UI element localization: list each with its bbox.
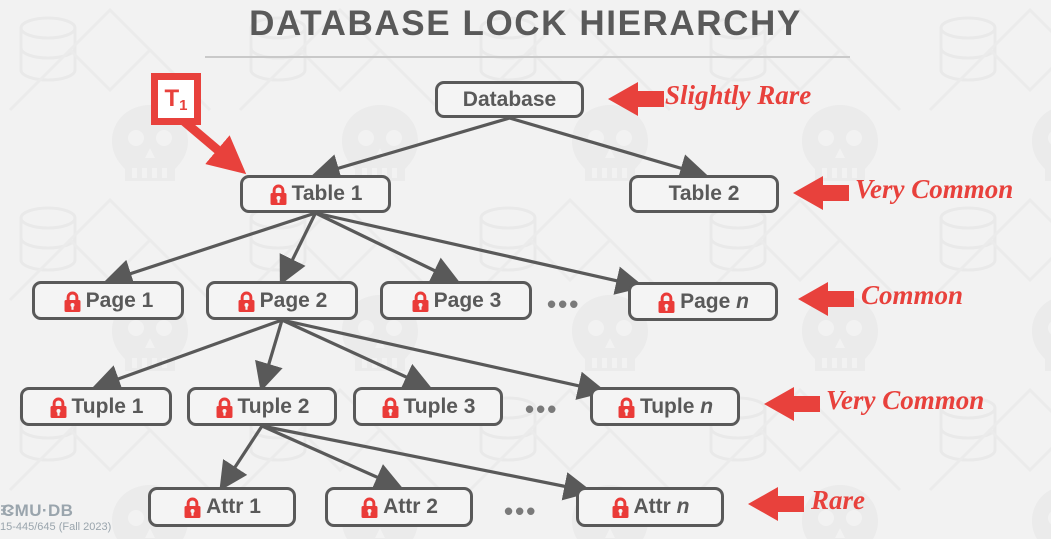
node-label: Attr 2 xyxy=(383,495,438,518)
edge-table1-to-page1 xyxy=(103,211,316,288)
node-database[interactable]: Database xyxy=(435,81,584,118)
cmu-db-logo-text: CMU·DB xyxy=(2,501,74,520)
edge-database-to-table2 xyxy=(509,116,709,183)
node-page1[interactable]: Page 1 xyxy=(32,281,184,320)
edge-page2-to-tuplen xyxy=(281,318,607,400)
node-pagen[interactable]: Page n xyxy=(628,282,778,321)
edge-table1-to-page2 xyxy=(279,212,317,286)
page-frequency-label: Common xyxy=(861,280,964,310)
lock-icon xyxy=(215,397,234,419)
node-tuple2[interactable]: Tuple 2 xyxy=(187,387,337,426)
lock-icon xyxy=(269,184,288,206)
table-frequency-label: Very Common xyxy=(855,174,1014,204)
tuples-ellipsis: ••• xyxy=(525,394,559,424)
node-table2[interactable]: Table 2 xyxy=(629,175,779,213)
cmu-db-logo: CMU·DB 15-445/645 (Fall 2023) xyxy=(0,499,150,539)
edge-database-to-table1 xyxy=(310,116,510,183)
node-label: Table 2 xyxy=(668,182,740,205)
node-tuple1[interactable]: Tuple 1 xyxy=(20,387,172,426)
lock-icon xyxy=(49,397,68,419)
node-label: Tuple 3 xyxy=(403,394,476,418)
lock-icon xyxy=(411,291,430,313)
node-label: Page 3 xyxy=(433,288,502,312)
node-label: Page 1 xyxy=(85,288,154,312)
edge-page2-to-tuple1 xyxy=(91,318,283,393)
node-label: Page n xyxy=(680,289,749,313)
title-divider xyxy=(205,56,850,58)
tuple-frequency-arrow xyxy=(764,387,820,421)
node-index-suffix: n xyxy=(736,289,749,313)
node-page3[interactable]: Page 3 xyxy=(380,281,532,320)
edge-page2-to-tuple3 xyxy=(281,318,433,391)
database-frequency-label: Slightly Rare xyxy=(665,80,812,110)
course-label: 15-445/645 (Fall 2023) xyxy=(0,521,112,533)
transaction-box-t1[interactable]: T1 xyxy=(151,73,201,125)
edge-page2-to-tuple2 xyxy=(255,319,284,392)
edge-tuple2-to-attrn xyxy=(261,424,593,501)
page-title: DATABASE LOCK HIERARCHY xyxy=(249,4,802,43)
node-index-suffix: n xyxy=(700,394,714,418)
node-index-suffix: n xyxy=(676,495,690,518)
attr-frequency-arrow xyxy=(748,487,804,521)
cmu-db-logo-mark xyxy=(1,504,14,515)
node-tuplen[interactable]: Tuple n xyxy=(590,387,740,426)
node-attr1[interactable]: Attr 1 xyxy=(148,487,296,527)
node-label: Tuple 2 xyxy=(237,394,310,418)
lock-icon xyxy=(183,497,202,519)
node-label: Page 2 xyxy=(259,288,328,312)
attrs-ellipsis: ••• xyxy=(504,496,538,526)
pages-ellipsis: ••• xyxy=(547,289,581,319)
lock-icon xyxy=(360,497,379,519)
transaction-label: T1 xyxy=(164,85,188,114)
node-label: Table 1 xyxy=(291,182,363,205)
lock-icon xyxy=(237,291,256,313)
node-page2[interactable]: Page 2 xyxy=(206,281,358,320)
node-table1[interactable]: Table 1 xyxy=(240,175,391,213)
lock-icon xyxy=(617,397,636,419)
edge-table1-to-pagen xyxy=(315,211,645,295)
node-attr2[interactable]: Attr 2 xyxy=(325,487,473,527)
lock-icon xyxy=(381,397,400,419)
lock-icon xyxy=(63,291,82,313)
node-label: Attr 1 xyxy=(206,495,261,518)
lock-icon xyxy=(611,497,630,519)
node-tuple3[interactable]: Tuple 3 xyxy=(353,387,503,426)
node-label: Tuple n xyxy=(639,394,714,418)
node-attrn[interactable]: Attr n xyxy=(576,487,724,527)
node-label: Attr n xyxy=(633,495,690,518)
edge-table1-to-page3 xyxy=(314,211,461,284)
edge-tuple2-to-attr2 xyxy=(261,424,404,491)
table-frequency-arrow xyxy=(793,176,849,210)
transaction-pointer-arrow xyxy=(177,114,247,175)
node-label: Tuple 1 xyxy=(71,394,144,418)
node-label: Database xyxy=(462,87,557,111)
tuple-frequency-label: Very Common xyxy=(826,385,985,415)
page-frequency-arrow xyxy=(798,282,854,316)
attr-frequency-label: Rare xyxy=(811,485,865,515)
lock-icon xyxy=(657,292,676,314)
database-frequency-arrow xyxy=(608,82,664,116)
edge-tuple2-to-attr1 xyxy=(219,425,264,492)
